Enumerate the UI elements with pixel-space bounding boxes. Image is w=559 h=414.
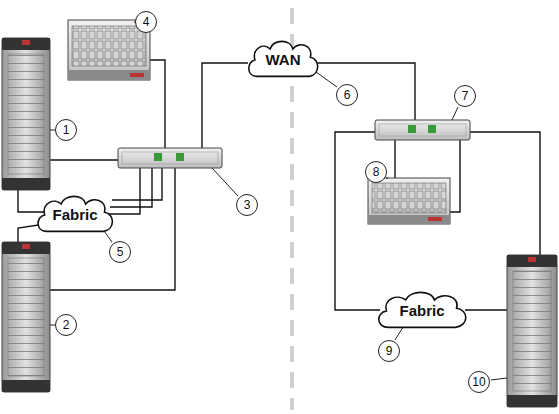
network-switch [118,148,222,168]
callout-number: 7 [462,89,469,103]
network-cloud: Fabric [34,193,116,235]
callout-number: 1 [63,123,70,137]
storage-server [368,178,450,224]
callout-number: 8 [373,165,380,179]
callout-number: 9 [386,344,393,358]
network-cloud: WAN [245,38,321,80]
network-switch [375,120,470,140]
callout-circle: 7 [454,85,476,107]
callout-circle: 2 [55,314,77,336]
server-rack [2,38,50,190]
callout-number: 10 [472,375,485,389]
callout-circle: 9 [378,340,400,362]
callout-circle: 8 [365,161,387,183]
network-wires [18,60,540,310]
callout-circle: 1 [55,119,77,141]
callout-circle: 3 [236,194,258,216]
callout-number: 6 [344,88,351,102]
cloud-label: Fabric [399,302,444,319]
callout-number: 5 [117,245,124,259]
callout-number: 2 [63,318,70,332]
cloud-label: WAN [266,51,301,68]
callout-circle: 4 [135,11,157,33]
leader-lines [50,21,507,380]
callout-circle: 10 [468,371,490,393]
server-rack [507,255,557,407]
callout-number: 3 [244,198,251,212]
server-rack [2,242,50,392]
callout-number: 4 [143,15,150,29]
network-cloud: Fabric [374,289,470,331]
callout-circle: 6 [336,84,358,106]
cloud-label: Fabric [52,206,97,223]
callout-circle: 5 [109,241,131,263]
